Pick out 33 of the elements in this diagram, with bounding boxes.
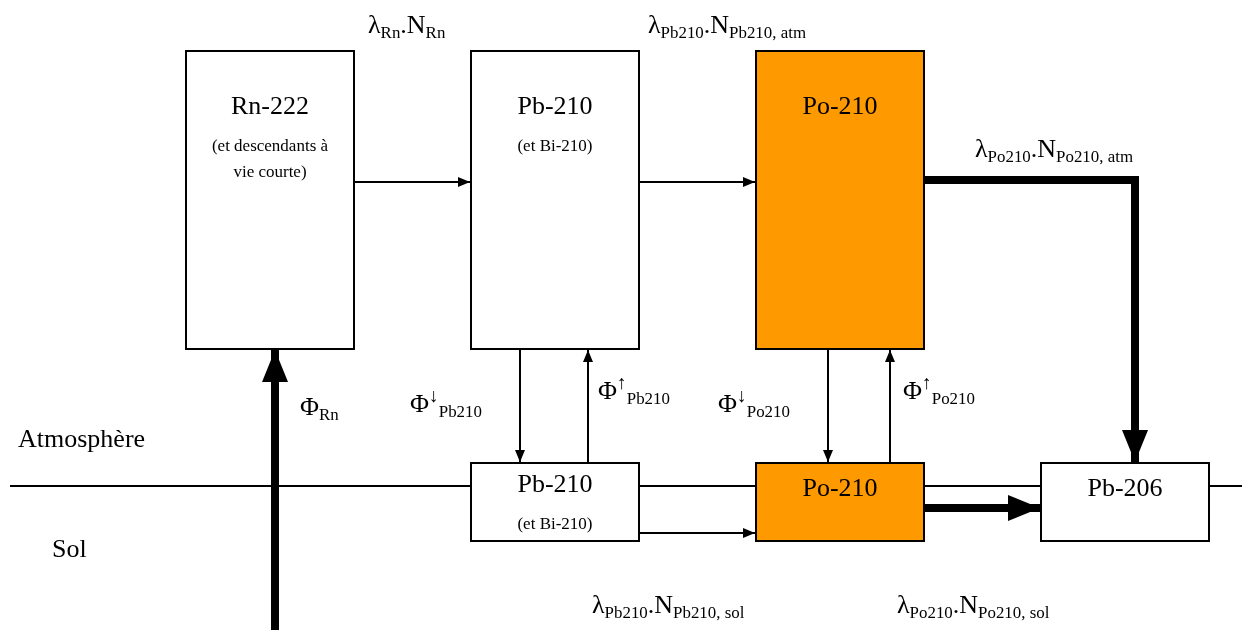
rate-label: λ$_{Pb210}$.N$_{Pb210, atm}$	[648, 9, 807, 45]
edge-label: λ$_{Po210}$.N$_{Po210, sol}$	[897, 589, 1050, 625]
arrow	[639, 177, 756, 187]
arrow	[885, 349, 895, 463]
rate-label: λ$_{Rn}$.N$_{Rn}$	[368, 9, 446, 45]
arrow	[354, 177, 471, 187]
region-label: Sol	[52, 533, 87, 565]
edge-label: Φ$_{Rn}$	[300, 391, 339, 427]
edge-label: λ$_{Pb210}$.N$_{Pb210, sol}$	[592, 589, 745, 625]
box-title: Po-210	[802, 472, 878, 504]
region-label: Atmosphère	[18, 423, 146, 455]
process-box	[185, 50, 355, 350]
process-box	[470, 50, 640, 350]
box-title: Po-210	[802, 90, 878, 122]
arrow	[639, 528, 756, 538]
box-title: Pb-206	[1087, 472, 1163, 504]
box-title: Pb-210	[517, 90, 593, 122]
box-subtitle: (et Bi-210)	[517, 512, 593, 535]
process-box	[1040, 462, 1210, 542]
arrow	[515, 349, 525, 463]
arrow	[262, 350, 288, 630]
box-subtitle: (et Bi-210)	[517, 135, 593, 158]
arrow	[823, 349, 833, 463]
process-box	[755, 462, 925, 542]
arrow	[583, 349, 593, 463]
box-subtitle: (et descendants à vie courte)	[210, 135, 330, 183]
arrow	[925, 495, 1040, 521]
arrow	[925, 176, 1148, 462]
process-box	[470, 462, 640, 542]
process-box	[755, 50, 925, 350]
edge-label: λ$_{Po210}$.N$_{Po210, atm}$	[975, 133, 1134, 169]
box-title: Rn-222	[231, 90, 309, 122]
box-title: Pb-210	[517, 468, 593, 500]
